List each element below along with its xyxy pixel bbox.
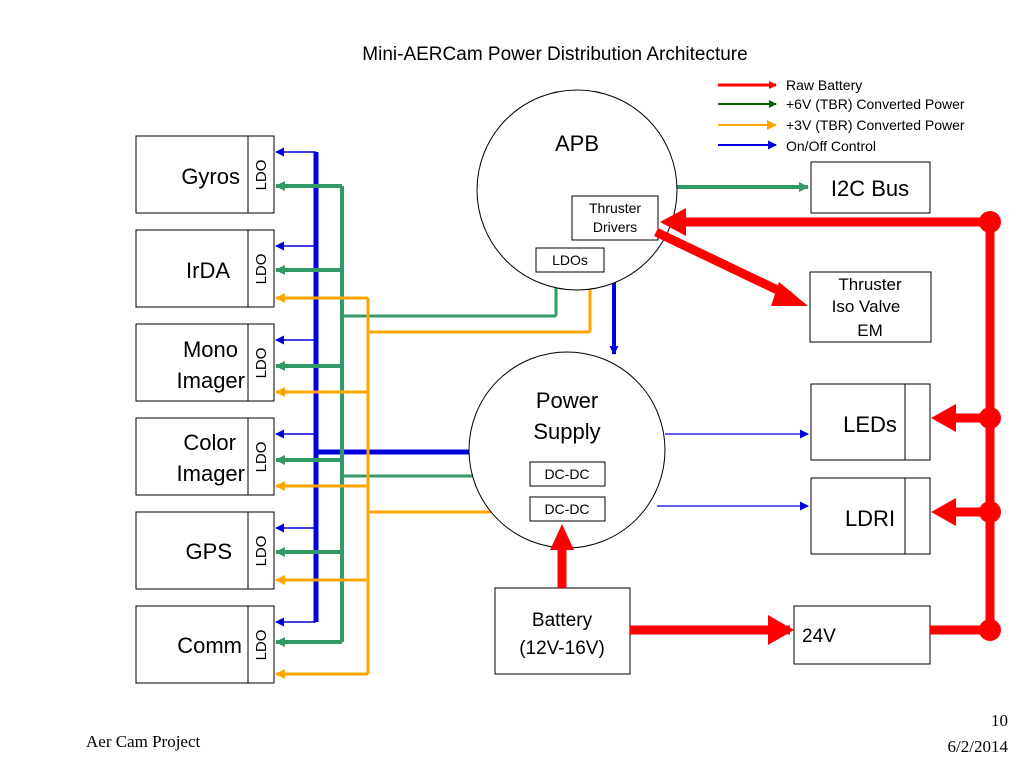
ldo-label: LDO (253, 442, 270, 473)
ldo-label: LDO (253, 254, 270, 285)
thruster-label: EM (857, 321, 883, 340)
device-label: IrDA (186, 258, 230, 283)
onoff-right (657, 429, 809, 511)
page-title: Mini-AERCam Power Distribution Architect… (362, 44, 747, 65)
dcdc-label: DC-DC (544, 501, 589, 517)
ldo-label: LDO (253, 160, 270, 191)
thruster-drivers-label: Thruster (589, 200, 641, 216)
ldos-label: LDOs (552, 252, 588, 268)
device-mono-imager: Mono Imager LDO (135, 323, 275, 402)
24v-box: 24V (793, 605, 931, 665)
thruster-label: Iso Valve (832, 297, 901, 316)
ldo-label: LDO (253, 630, 270, 661)
leds-box: LEDs (810, 383, 931, 461)
power-supply-label: Power (536, 388, 598, 413)
device-gps: GPS LDO (135, 511, 275, 590)
legend: Raw Battery +6V (TBR) Converted Power +3… (718, 77, 965, 154)
device-label: Imager (177, 368, 245, 393)
device-irda: IrDA LDO (135, 229, 275, 308)
apb-label: APB (555, 131, 599, 156)
ldo-label: LDO (253, 536, 270, 567)
device-label: Imager (177, 461, 245, 486)
device-gyros: Gyros LDO (135, 135, 275, 214)
battery-box: Battery (12V-16V) (494, 587, 631, 675)
device-color-imager: Color Imager LDO (135, 417, 275, 496)
legend-6v: +6V (TBR) Converted Power (786, 96, 965, 112)
24v-label: 24V (802, 626, 836, 647)
power-supply-node: Power Supply DC-DC DC-DC (468, 351, 666, 549)
apb-node: APB Thruster Drivers LDOs (476, 89, 678, 291)
device-label: Comm (177, 633, 242, 658)
device-comm: Comm LDO (135, 605, 275, 684)
thruster-drivers-label: Drivers (593, 219, 637, 235)
device-label: GPS (186, 539, 232, 564)
slide-number: 10 (991, 711, 1008, 730)
battery-label: Battery (532, 610, 593, 631)
device-label: Mono (183, 337, 238, 362)
ldo-label: LDO (253, 348, 270, 379)
ldri-label: LDRI (845, 506, 895, 531)
i2c-label: I2C Bus (831, 176, 909, 201)
6v-bus (275, 181, 809, 647)
device-label: Gyros (181, 164, 240, 189)
footer-project: Aer Cam Project (86, 732, 201, 751)
power-supply-label: Supply (533, 419, 600, 444)
battery-label: (12V-16V) (519, 638, 605, 659)
legend-onoff: On/Off Control (786, 138, 876, 154)
dcdc-label: DC-DC (544, 466, 589, 482)
footer-date: 6/2/2014 (948, 737, 1009, 756)
raw-battery-network (550, 208, 1001, 645)
legend-3v: +3V (TBR) Converted Power (786, 117, 965, 133)
leds-label: LEDs (843, 412, 897, 437)
thruster-iso-valve-box: Thruster Iso Valve EM (809, 271, 932, 343)
ldri-box: LDRI (810, 477, 931, 555)
i2c-bus-box: I2C Bus (810, 161, 931, 214)
device-label: Color (183, 430, 236, 455)
legend-raw-battery: Raw Battery (786, 77, 862, 93)
thruster-label: Thruster (838, 275, 902, 294)
